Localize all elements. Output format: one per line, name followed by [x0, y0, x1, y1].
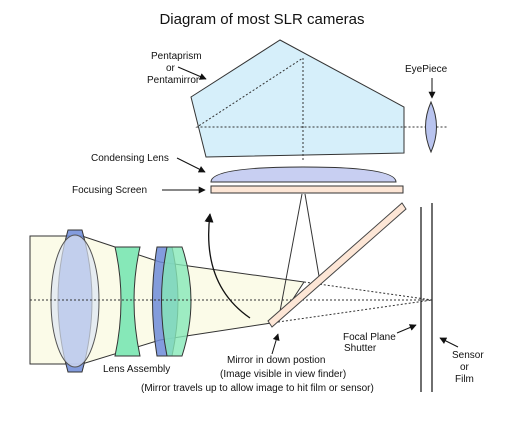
- ray-to-sensor-bottom: [277, 299, 433, 323]
- pointer-sensor: [439, 337, 459, 348]
- mirror-travel-arrow: [204, 213, 251, 319]
- pointer-mirror: [271, 333, 280, 355]
- label-eyepiece: EyePiece: [405, 64, 448, 75]
- label-lens-assembly: Lens Assembly: [103, 364, 170, 375]
- middle-lens-element: [114, 246, 141, 357]
- focusing-screen: [210, 185, 404, 194]
- lens-assembly: [50, 229, 192, 373]
- label-pentaprism: Pentaprism or Pentamirror: [147, 51, 204, 86]
- label-focusing-screen: Focusing Screen: [72, 185, 147, 196]
- label-sensor: Sensor or Film: [452, 350, 486, 385]
- prism-light-path: [195, 57, 448, 160]
- front-lens-body: [50, 234, 100, 368]
- reflected-ray-left: [277, 193, 303, 323]
- pentaprism: [190, 39, 405, 158]
- diagram-title: Diagram of most SLR cameras: [159, 11, 364, 28]
- condensing-lens: [210, 166, 397, 183]
- reflected-ray-right: [304, 193, 321, 283]
- pointer-pentaprism: [177, 66, 207, 80]
- eyepiece-lens: [425, 100, 437, 154]
- label-condensing-lens: Condensing Lens: [91, 153, 169, 164]
- rear-lens-green: [161, 246, 192, 357]
- pointer-condensing-lens: [176, 157, 206, 173]
- reflex-mirror: [267, 202, 407, 328]
- pointer-shutter: [396, 324, 417, 334]
- label-mirror: Mirror in down postion (Image visible in…: [141, 355, 374, 394]
- label-focal-plane-shutter: Focal Plane Shutter: [343, 332, 399, 354]
- ray-to-sensor-top: [303, 281, 433, 301]
